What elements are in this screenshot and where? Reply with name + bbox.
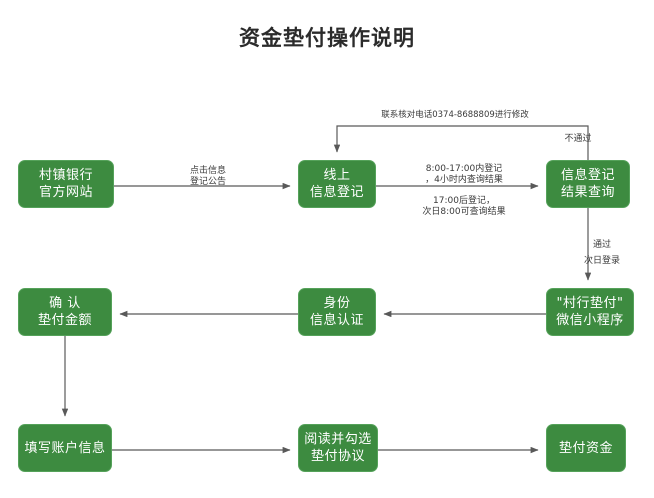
edge-query-reject-to-register: [333, 125, 589, 160]
edge-label-not-passed: 不通过: [564, 134, 592, 144]
edge-label-passed: 通过: [592, 240, 611, 250]
node-identity-verification[interactable]: 身份 信息认证: [298, 288, 376, 336]
page-title: 资金垫付操作说明: [239, 26, 415, 50]
node-advance-funds[interactable]: 垫付资金: [546, 424, 626, 472]
edge-label-evening-register: 17:00后登记， 次日8:00可查询结果: [422, 196, 506, 217]
node-read-and-check-agreement[interactable]: 阅读并勾选 垫付协议: [298, 424, 378, 472]
edge-label-next-day-login: 次日登录: [583, 256, 620, 266]
node-fill-account-info[interactable]: 填写账户信息: [18, 424, 112, 472]
node-wechat-miniprogram[interactable]: "村行垫付" 微信小程序: [546, 288, 634, 336]
edge-label-click-announcement: 点击信息 登记公告: [189, 166, 226, 187]
edge-label-contact-phone-correction: 联系核对电话0374-8688809进行修改: [381, 110, 529, 120]
node-confirm-advance-amount[interactable]: 确 认 垫付金额: [18, 288, 112, 336]
node-online-info-register[interactable]: 线上 信息登记: [298, 160, 376, 208]
node-register-result-query[interactable]: 信息登记 结果查询: [546, 160, 630, 208]
edge-label-daytime-register: 8:00-17:00内登记 ，4小时内查询结果: [425, 164, 503, 185]
node-village-bank-website[interactable]: 村镇银行 官方网站: [18, 160, 114, 208]
